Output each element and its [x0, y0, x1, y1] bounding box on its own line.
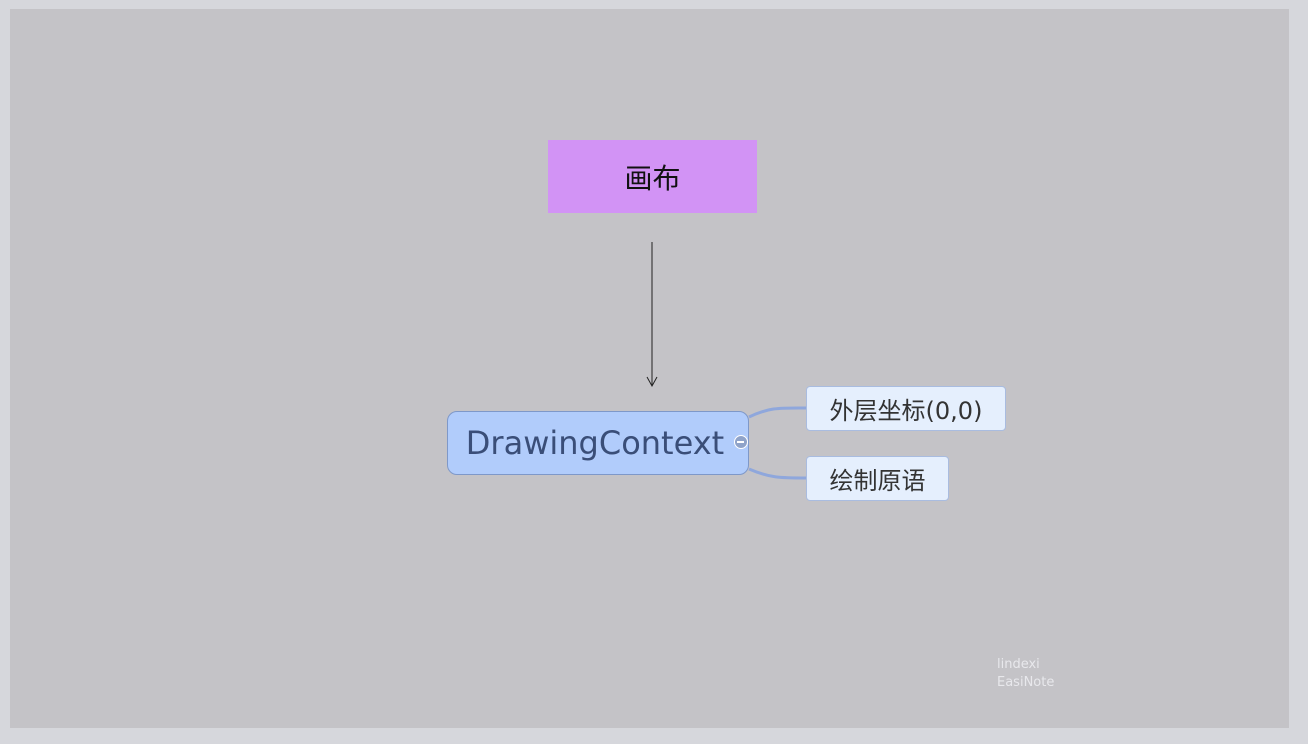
watermark-app: EasiNote — [997, 675, 1055, 690]
arrow-head — [646, 376, 658, 388]
mindmap-canvas: 画布 DrawingContext 外层坐标(0,0) 绘制原语 lindexi… — [10, 9, 1289, 728]
outer-coordinate-node[interactable]: 外层坐标(0,0) — [806, 386, 1006, 431]
minus-circle-icon[interactable] — [734, 435, 748, 449]
drawing-context-node[interactable]: DrawingContext — [447, 411, 749, 475]
watermark-author: lindexi — [997, 657, 1040, 672]
connector-layer — [646, 242, 808, 480]
canvas-node[interactable]: 画布 — [548, 140, 757, 213]
watermark: lindexi EasiNote — [997, 656, 1054, 692]
branch-connector-1 — [748, 406, 808, 419]
drawing-primitives-node[interactable]: 绘制原语 — [806, 456, 949, 501]
branch-connector-2 — [748, 467, 808, 480]
